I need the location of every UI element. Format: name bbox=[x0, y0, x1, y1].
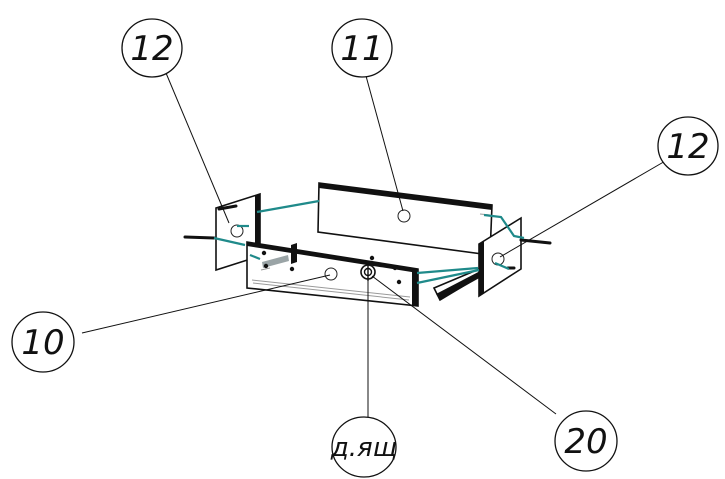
leader-10 bbox=[81, 274, 331, 334]
callout-10: 10 bbox=[11, 311, 75, 373]
leader-20 bbox=[371, 275, 557, 415]
callout-20-text: 20 bbox=[564, 422, 607, 462]
callout-20: 20 bbox=[554, 410, 618, 472]
callout-bottom-text: д.ящ bbox=[330, 433, 397, 463]
callout-10-text: 10 bbox=[21, 323, 64, 363]
bolt-left-lower bbox=[183, 235, 216, 240]
bolt-left-upper bbox=[217, 204, 238, 211]
leader-12-right bbox=[499, 159, 668, 258]
front-panel-10 bbox=[246, 241, 419, 307]
callout-12-left: 12 bbox=[121, 18, 183, 78]
connector-lines bbox=[213, 199, 525, 285]
bolt-right-upper bbox=[519, 238, 552, 245]
callout-11: 11 bbox=[331, 18, 393, 78]
handle-fitting-20 bbox=[360, 264, 376, 281]
callout-11-text: 11 bbox=[340, 29, 383, 69]
callout-12-left-text: 12 bbox=[130, 29, 173, 69]
callout-12-right: 12 bbox=[657, 116, 719, 176]
callout-bottom: д.ящ bbox=[330, 416, 397, 478]
leader-11 bbox=[365, 75, 404, 212]
callout-12-right-text: 12 bbox=[666, 127, 709, 167]
front-panel-hole bbox=[324, 267, 338, 281]
leader-lines bbox=[81, 72, 668, 417]
back-panel-hole bbox=[397, 209, 411, 223]
back-panel-11 bbox=[317, 182, 493, 256]
leader-12-left bbox=[165, 72, 230, 224]
